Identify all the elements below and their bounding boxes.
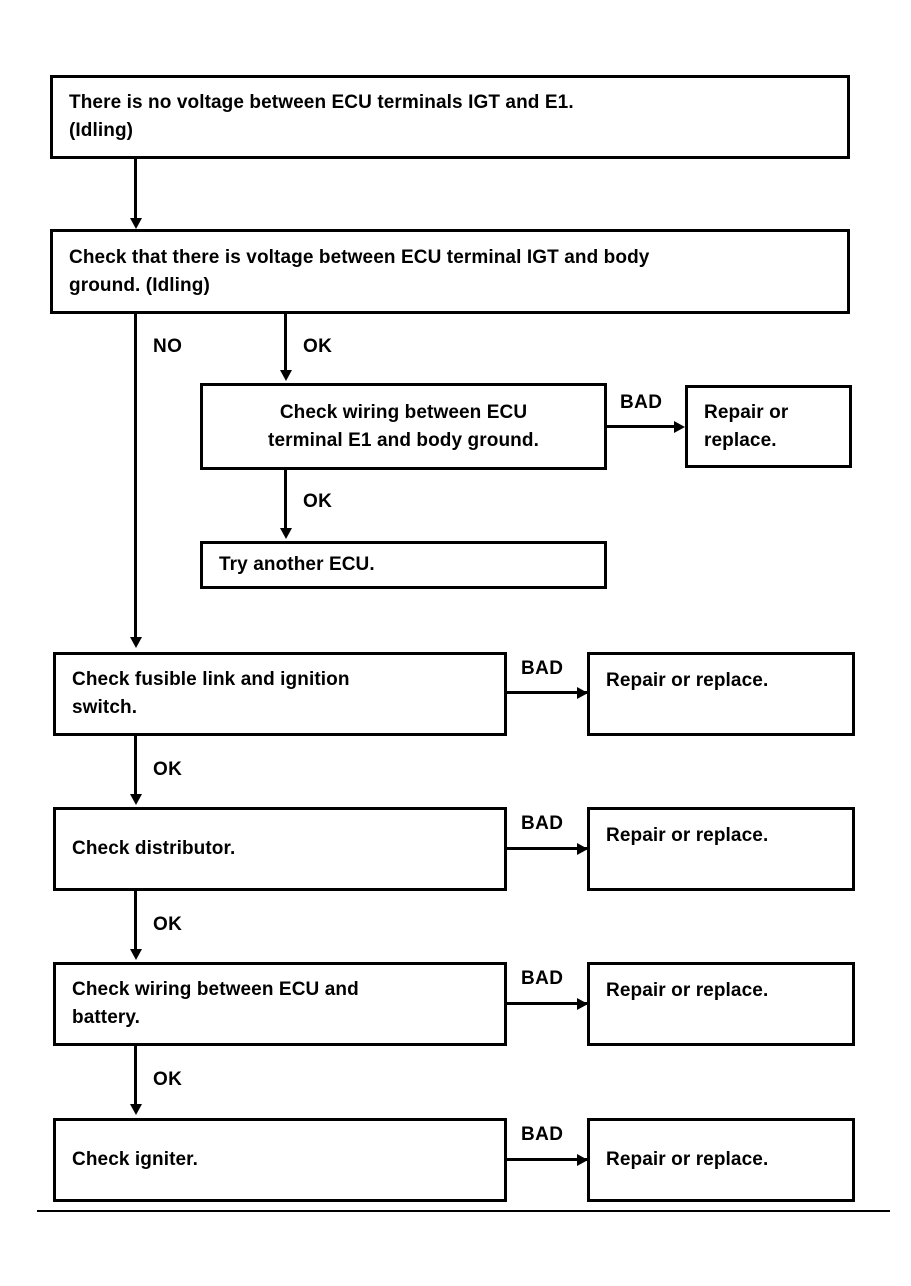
node-check-wiring-e1-label: Check wiring between ECU terminal E1 and… — [268, 401, 539, 451]
node-check-wiring-battery-label: Check wiring between ECU and battery. — [72, 979, 359, 1028]
edge-label-bad-e1: BAD — [620, 392, 663, 413]
connector-bad-battery — [507, 1002, 589, 1005]
connector-ok-battery — [134, 1046, 137, 1108]
connector-ok-branch-e1 — [284, 470, 287, 532]
connector-ok-distributor — [134, 891, 137, 953]
node-check-wiring-battery: Check wiring between ECU and battery. — [53, 962, 507, 1046]
node-check-distributor-label: Check distributor. — [72, 838, 236, 860]
node-repair-or-replace-distributor: Repair or replace. — [587, 807, 855, 891]
arrowhead-bad-e1 — [674, 421, 685, 433]
connector-symptom-to-igt-check — [134, 159, 137, 225]
connector-bad-e1 — [607, 425, 678, 428]
node-check-fusible-link-label: Check fusible link and ignition switch. — [72, 669, 350, 718]
edge-label-ok-e1: OK — [303, 491, 333, 512]
arrowhead-bad-igniter — [577, 1154, 588, 1166]
edge-label-ok-distributor: OK — [153, 914, 183, 935]
node-repair-or-replace-fusible: Repair or replace. — [587, 652, 855, 736]
node-symptom: There is no voltage between ECU terminal… — [50, 75, 850, 159]
connector-no-branch — [134, 314, 137, 639]
node-repair-or-replace-e1-label: Repair or replace. — [704, 401, 789, 451]
node-check-igniter: Check igniter. — [53, 1118, 507, 1202]
node-repair-or-replace-battery: Repair or replace. — [587, 962, 855, 1046]
edge-label-bad-distributor: BAD — [521, 813, 564, 834]
node-check-igt-body-ground-line2: ground. (Idling) — [69, 274, 210, 296]
arrowhead-bad-fusible — [577, 687, 588, 699]
node-symptom-line2: (Idling) — [69, 120, 134, 141]
node-check-igniter-label: Check igniter. — [72, 1149, 198, 1171]
page-bottom-rule — [37, 1210, 890, 1212]
edge-label-bad-fusible: BAD — [521, 658, 564, 679]
arrowhead-ok-distributor — [130, 949, 142, 960]
node-repair-or-replace-battery-label: Repair or replace. — [606, 980, 769, 1001]
node-repair-or-replace-igniter-label: Repair or replace. — [606, 1149, 769, 1171]
edge-label-ok-battery: OK — [153, 1069, 183, 1090]
edge-label-bad-battery: BAD — [521, 968, 564, 989]
arrowhead-ok-branch-e1 — [280, 528, 292, 539]
edge-label-ok-igt: OK — [303, 336, 333, 357]
arrowhead-ok-battery — [130, 1104, 142, 1115]
node-repair-or-replace-igniter: Repair or replace. — [587, 1118, 855, 1202]
node-check-fusible-link: Check fusible link and ignition switch. — [53, 652, 507, 736]
connector-bad-igniter — [507, 1158, 589, 1161]
node-check-distributor: Check distributor. — [53, 807, 507, 891]
edge-label-no: NO — [153, 336, 183, 357]
node-repair-or-replace-e1: Repair or replace. — [685, 385, 852, 468]
connector-bad-fusible — [507, 691, 589, 694]
node-symptom-line1: There is no voltage between ECU terminal… — [69, 92, 574, 114]
connector-bad-distributor — [507, 847, 589, 850]
edge-label-bad-igniter: BAD — [521, 1124, 564, 1145]
node-try-another-ecu-label: Try another ECU. — [219, 554, 375, 576]
arrowhead-bad-distributor — [577, 843, 588, 855]
node-repair-or-replace-fusible-label: Repair or replace. — [606, 670, 769, 691]
node-check-igt-body-ground: Check that there is voltage between ECU … — [50, 229, 850, 314]
arrowhead-ok-branch-igt — [280, 370, 292, 381]
node-try-another-ecu: Try another ECU. — [200, 541, 607, 589]
arrowhead-bad-battery — [577, 998, 588, 1010]
arrowhead-symptom-to-igt-check — [130, 218, 142, 229]
arrowhead-no-branch — [130, 637, 142, 648]
edge-label-ok-fusible: OK — [153, 759, 183, 780]
connector-ok-fusible — [134, 736, 137, 798]
node-repair-or-replace-distributor-label: Repair or replace. — [606, 825, 769, 846]
connector-ok-branch-igt — [284, 314, 287, 372]
node-check-wiring-e1: Check wiring between ECU terminal E1 and… — [200, 383, 607, 470]
node-check-igt-body-ground-line1: Check that there is voltage between ECU … — [69, 246, 650, 268]
arrowhead-ok-fusible — [130, 794, 142, 805]
